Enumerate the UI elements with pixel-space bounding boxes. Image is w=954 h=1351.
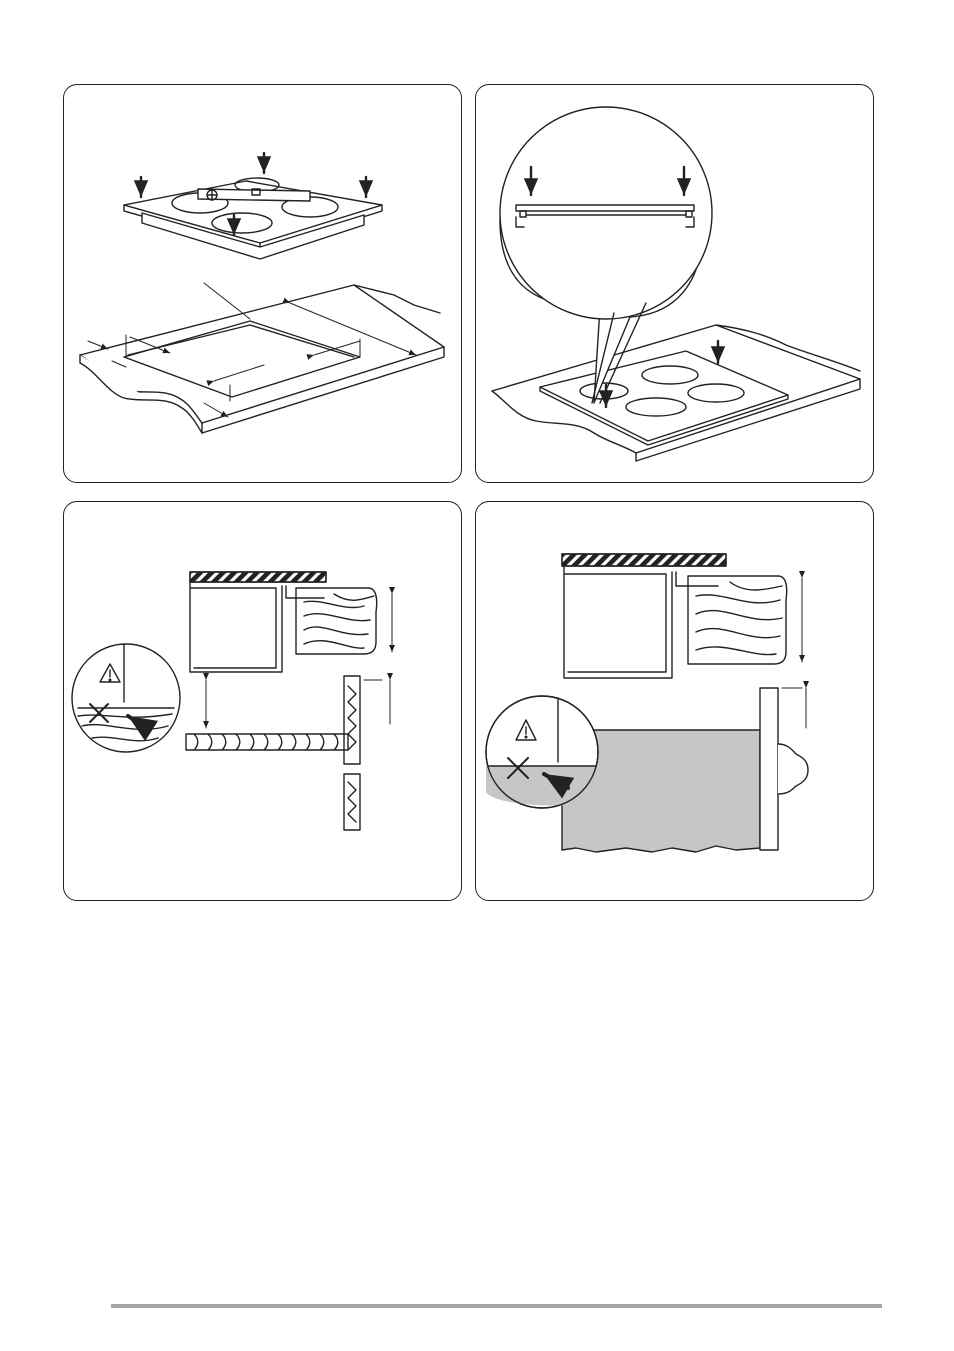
shelf-wood [186,734,348,750]
footer-rule [111,1304,882,1308]
hob-top [540,351,788,445]
hob-cutout-drawing [64,85,462,483]
hob-seal-drawing [476,85,874,483]
hob-glass-top [190,572,326,582]
side-panel-wood [344,676,360,830]
drawer [562,688,808,852]
worktop [80,285,444,433]
worktop-wood [688,576,787,664]
hob-glass-top [562,554,726,566]
figure-hob-level-cutout [63,84,462,483]
figure-clearance-drawer [475,501,874,901]
hob-body [564,566,718,678]
clearance-shelf-drawing [64,502,462,901]
hob-top [124,178,382,259]
warning-magnifier [486,696,598,808]
figure-hob-seal-detail [475,84,874,483]
clearance-drawer-drawing [476,502,874,901]
warning-magnifier [72,644,180,752]
figure-clearance-shelf [63,501,462,901]
hob-body [190,582,324,672]
drawer-knob [778,744,808,794]
